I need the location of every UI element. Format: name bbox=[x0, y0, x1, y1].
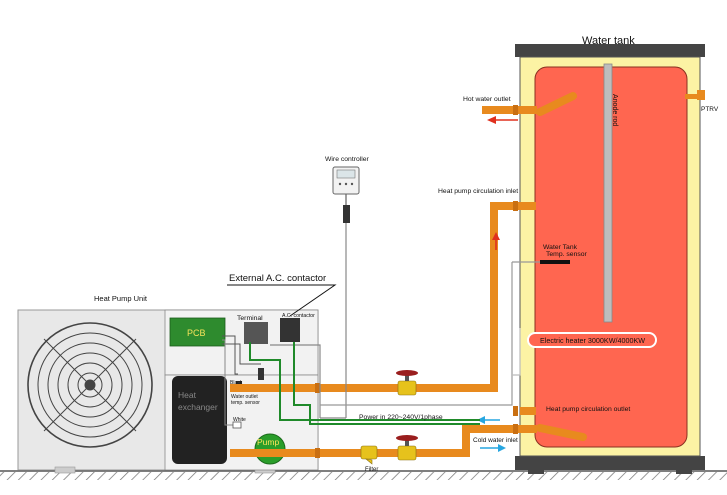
unit-contactor bbox=[280, 318, 300, 342]
terminal-block bbox=[244, 322, 268, 344]
external-contactor-label: External A.C. contactor bbox=[229, 273, 326, 284]
heat-pump-unit-label: Heat Pump Unit bbox=[94, 294, 148, 303]
pump-label: Pump bbox=[257, 437, 279, 447]
filter-label: Filter bbox=[365, 467, 378, 473]
terminal-label: Terminal bbox=[237, 315, 263, 322]
water-outlet-sensor-label-1: Water outlet bbox=[231, 394, 258, 400]
hot-outlet-arrow bbox=[487, 116, 518, 124]
y-filter bbox=[360, 445, 378, 465]
heat-exchanger-label-2: exchanger bbox=[178, 402, 218, 412]
power-in-label: Power in 220~240V/1phase bbox=[359, 414, 443, 421]
unit-contactor-label: A.C. contactor bbox=[282, 313, 315, 319]
heat-exchanger-label-1: Heat bbox=[178, 390, 197, 400]
pcb-board bbox=[169, 317, 226, 347]
circ-inlet-arrow bbox=[492, 232, 500, 250]
water-tank bbox=[515, 44, 705, 474]
circ-outlet-arrow bbox=[477, 416, 500, 424]
tank-pipes bbox=[462, 90, 705, 434]
flow-arrows bbox=[477, 116, 518, 452]
hp-circ-outlet-label: Heat pump circulation outlet bbox=[546, 406, 630, 413]
electric-heater-label: Electric heater 3000KW/4000KW bbox=[540, 336, 645, 345]
labels: Water tank Hot water outlet Anode rod PT… bbox=[94, 35, 719, 473]
ptrv-label: PTRV bbox=[701, 106, 719, 113]
temp-sensor-label-1: Water Tank bbox=[543, 244, 578, 251]
ground bbox=[0, 470, 727, 480]
anode-rod bbox=[603, 63, 613, 323]
wiring bbox=[222, 193, 540, 429]
valve-upper bbox=[396, 370, 418, 396]
pcb-label: PCB bbox=[187, 328, 206, 338]
heat-exchanger bbox=[172, 376, 227, 464]
hp-circ-inlet-label: Heat pump circulation inlet bbox=[438, 188, 518, 195]
fan-guard bbox=[27, 322, 153, 448]
wire-controller-label: Wire controller bbox=[325, 156, 370, 163]
water-outlet-sensor-label-2: temp. sensor bbox=[231, 400, 260, 406]
white-wire-label: White bbox=[233, 417, 246, 423]
valve-lower bbox=[396, 435, 418, 461]
hot-water-outlet-label: Hot water outlet bbox=[463, 96, 511, 103]
unit-pipes bbox=[230, 383, 494, 458]
tank-title: Water tank bbox=[582, 35, 635, 47]
wire-controller bbox=[332, 166, 360, 195]
cold-inlet-arrow bbox=[480, 444, 506, 452]
black-wire-label: Black bbox=[230, 380, 243, 386]
temp-sensor-probe bbox=[540, 260, 570, 264]
anode-rod-label: Anode rod bbox=[611, 94, 618, 126]
electric-heater bbox=[527, 332, 657, 348]
cold-water-inlet-label: Cold water inlet bbox=[473, 437, 518, 444]
temp-sensor-label-2: Temp. sensor bbox=[546, 251, 588, 258]
external-contactor-callout bbox=[227, 284, 337, 317]
